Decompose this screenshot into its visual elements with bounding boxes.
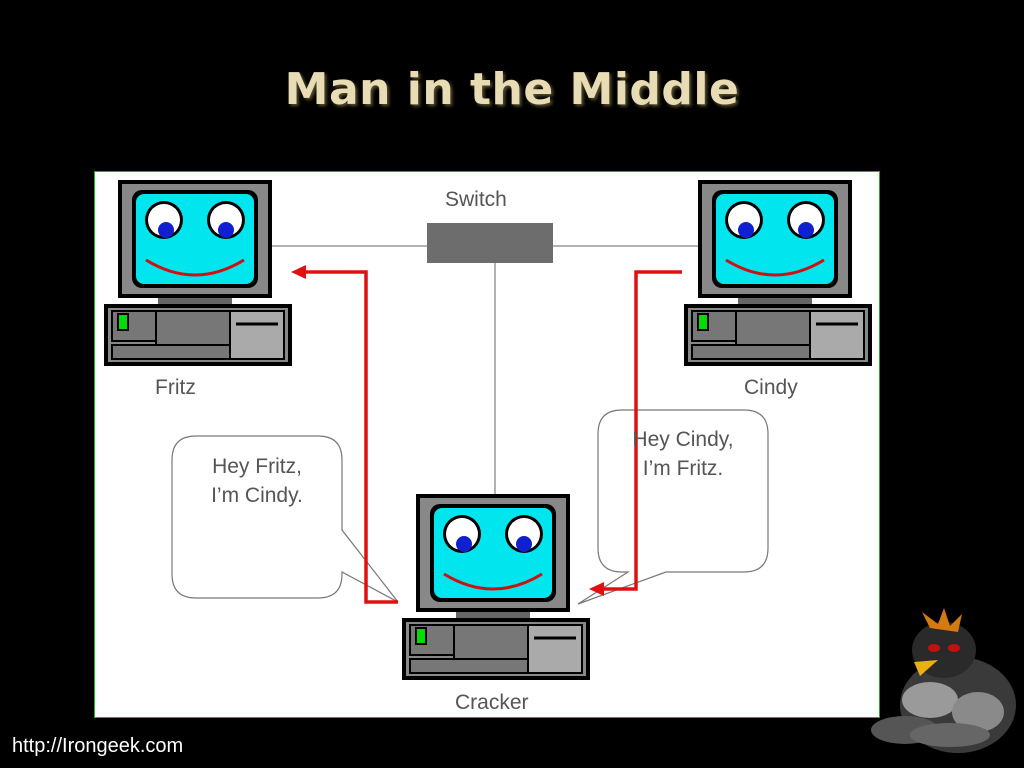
cracker-label: Cracker xyxy=(455,691,529,714)
cindy-computer xyxy=(682,178,874,368)
speech-bubble-to-fritz xyxy=(171,435,399,603)
bubble-line: I’m Fritz. xyxy=(642,457,724,480)
slide-title: Man in the Middle xyxy=(284,64,740,115)
intercept-arrow-from-cindy xyxy=(589,270,682,596)
bubble-line: Hey Fritz, xyxy=(212,455,302,478)
switch-device xyxy=(427,223,553,263)
switch-label: Switch xyxy=(445,188,507,211)
bubble-text-to-cindy: Hey Cindy, I’m Fritz. xyxy=(598,425,768,483)
bubble-text-to-fritz: Hey Fritz, I’m Cindy. xyxy=(172,452,342,510)
penguin-mascot-icon xyxy=(871,608,1016,753)
network-links xyxy=(272,245,700,497)
footer-url: http://Irongeek.com xyxy=(12,735,184,757)
fritz-label: Fritz xyxy=(155,376,196,399)
fritz-computer xyxy=(102,178,294,368)
cindy-label: Cindy xyxy=(744,376,798,399)
bubble-line: Hey Cindy, xyxy=(632,428,734,451)
intercept-arrow-to-fritz xyxy=(291,265,398,604)
bubble-line: I’m Cindy. xyxy=(211,484,303,507)
cracker-computer xyxy=(400,492,592,682)
